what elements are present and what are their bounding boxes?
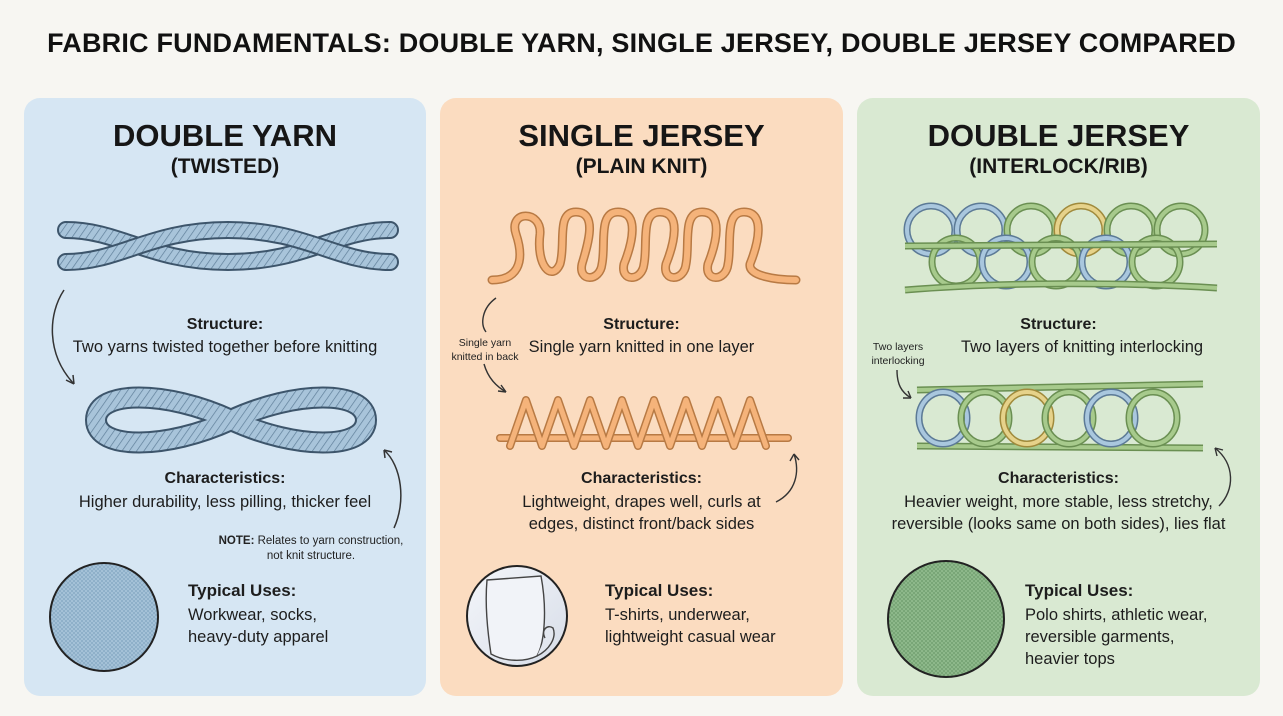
page-title: FABRIC FUNDAMENTALS: DOUBLE YARN, SINGLE… — [47, 28, 1236, 58]
side-note: Two layers interlocking — [861, 340, 935, 368]
green-swatch-icon — [887, 560, 1005, 678]
curled-fabric-icon — [466, 565, 568, 667]
side-note-line: knitted in back — [451, 351, 519, 363]
panel-subtitle: (TWISTED) — [170, 155, 280, 178]
arrow-icon — [896, 369, 912, 399]
uses-line: lightweight casual wear — [605, 628, 776, 646]
panel-single-jersey: SINGLE JERSEY (PLAIN KNIT) Single yarn k… — [440, 98, 843, 696]
fabric-swatch-icon — [49, 562, 159, 672]
uses-text: Polo shirts, athletic wear, reversible g… — [1025, 604, 1208, 670]
uses-line: Workwear, socks, — [188, 606, 317, 624]
twisted-yarn-icon — [57, 220, 399, 272]
uses-line: heavier tops — [1025, 650, 1115, 668]
panel-title: DOUBLE YARN — [113, 118, 337, 153]
structure-text: Two yarns twisted together before knitti… — [72, 338, 378, 356]
uses-line: Polo shirts, athletic wear, — [1025, 606, 1208, 624]
uses-text: Workwear, socks, heavy-duty apparel — [188, 604, 328, 648]
structure-text: Single yarn knitted in one layer — [528, 338, 755, 356]
uses-line: reversible garments, — [1025, 628, 1175, 646]
panel-title: DOUBLE JERSEY — [927, 118, 1190, 153]
panel-subtitle: (INTERLOCK/RIB) — [969, 155, 1148, 178]
uses-line: T-shirts, underwear, — [605, 606, 750, 624]
note-label: NOTE: — [218, 535, 255, 547]
characteristics-text: Lightweight, drapes well, curls at edges… — [440, 491, 843, 535]
panel-subtitle: (PLAIN KNIT) — [575, 155, 708, 178]
interlock-chain-icon — [915, 380, 1204, 452]
structure-text: Two layers of knitting interlocking — [960, 338, 1204, 356]
interlock-loops-icon — [903, 202, 1218, 294]
structure-label: Structure: — [186, 316, 264, 333]
panel-double-yarn: DOUBLE YARN (TWISTED) Structure: Two yar… — [24, 98, 426, 696]
uses-label: Typical Uses: — [1025, 581, 1134, 600]
twisted-loop-icon — [84, 386, 378, 454]
characteristics-text: Heavier weight, more stable, less stretc… — [857, 491, 1260, 535]
arrow-icon — [51, 289, 75, 385]
characteristics-line: Lightweight, drapes well, curls at — [522, 493, 761, 511]
side-note-line: Single yarn — [458, 337, 512, 349]
structure-label: Structure: — [1020, 316, 1097, 333]
characteristics-text: Higher durability, less pilling, thicker… — [78, 493, 372, 511]
side-note: Single yarn knitted in back — [446, 336, 524, 364]
zigzag-stitch-icon — [496, 396, 792, 450]
characteristics-label: Characteristics: — [164, 470, 286, 487]
arrow-icon — [775, 453, 800, 503]
uses-label: Typical Uses: — [605, 581, 714, 600]
arrow-icon — [1214, 447, 1232, 507]
arrow-icon — [383, 449, 402, 529]
uses-text: T-shirts, underwear, lightweight casual … — [605, 604, 776, 648]
characteristics-line: edges, distinct front/back sides — [528, 515, 755, 533]
structure-label: Structure: — [603, 316, 680, 333]
knit-loops-icon — [487, 207, 801, 285]
side-note-line: interlocking — [871, 355, 925, 367]
panel-title: SINGLE JERSEY — [518, 118, 765, 153]
uses-label: Typical Uses: — [188, 581, 297, 600]
note-text: Relates to yarn construction, — [257, 535, 404, 547]
note-text-2: not knit structure. — [266, 550, 356, 562]
characteristics-label: Characteristics: — [998, 470, 1119, 487]
panel-double-jersey: DOUBLE JERSEY (INTERLOCK/RIB) — [857, 98, 1260, 696]
side-note-line: Two layers — [872, 341, 924, 353]
note: NOTE: Relates to yarn construction, not … — [200, 534, 422, 564]
characteristics-line: Heavier weight, more stable, less stretc… — [904, 493, 1213, 511]
characteristics-label: Characteristics: — [581, 470, 702, 487]
uses-line: heavy-duty apparel — [188, 628, 329, 646]
characteristics-line: reversible (looks same on both sides), l… — [891, 515, 1226, 533]
arrow-icon — [482, 297, 507, 393]
